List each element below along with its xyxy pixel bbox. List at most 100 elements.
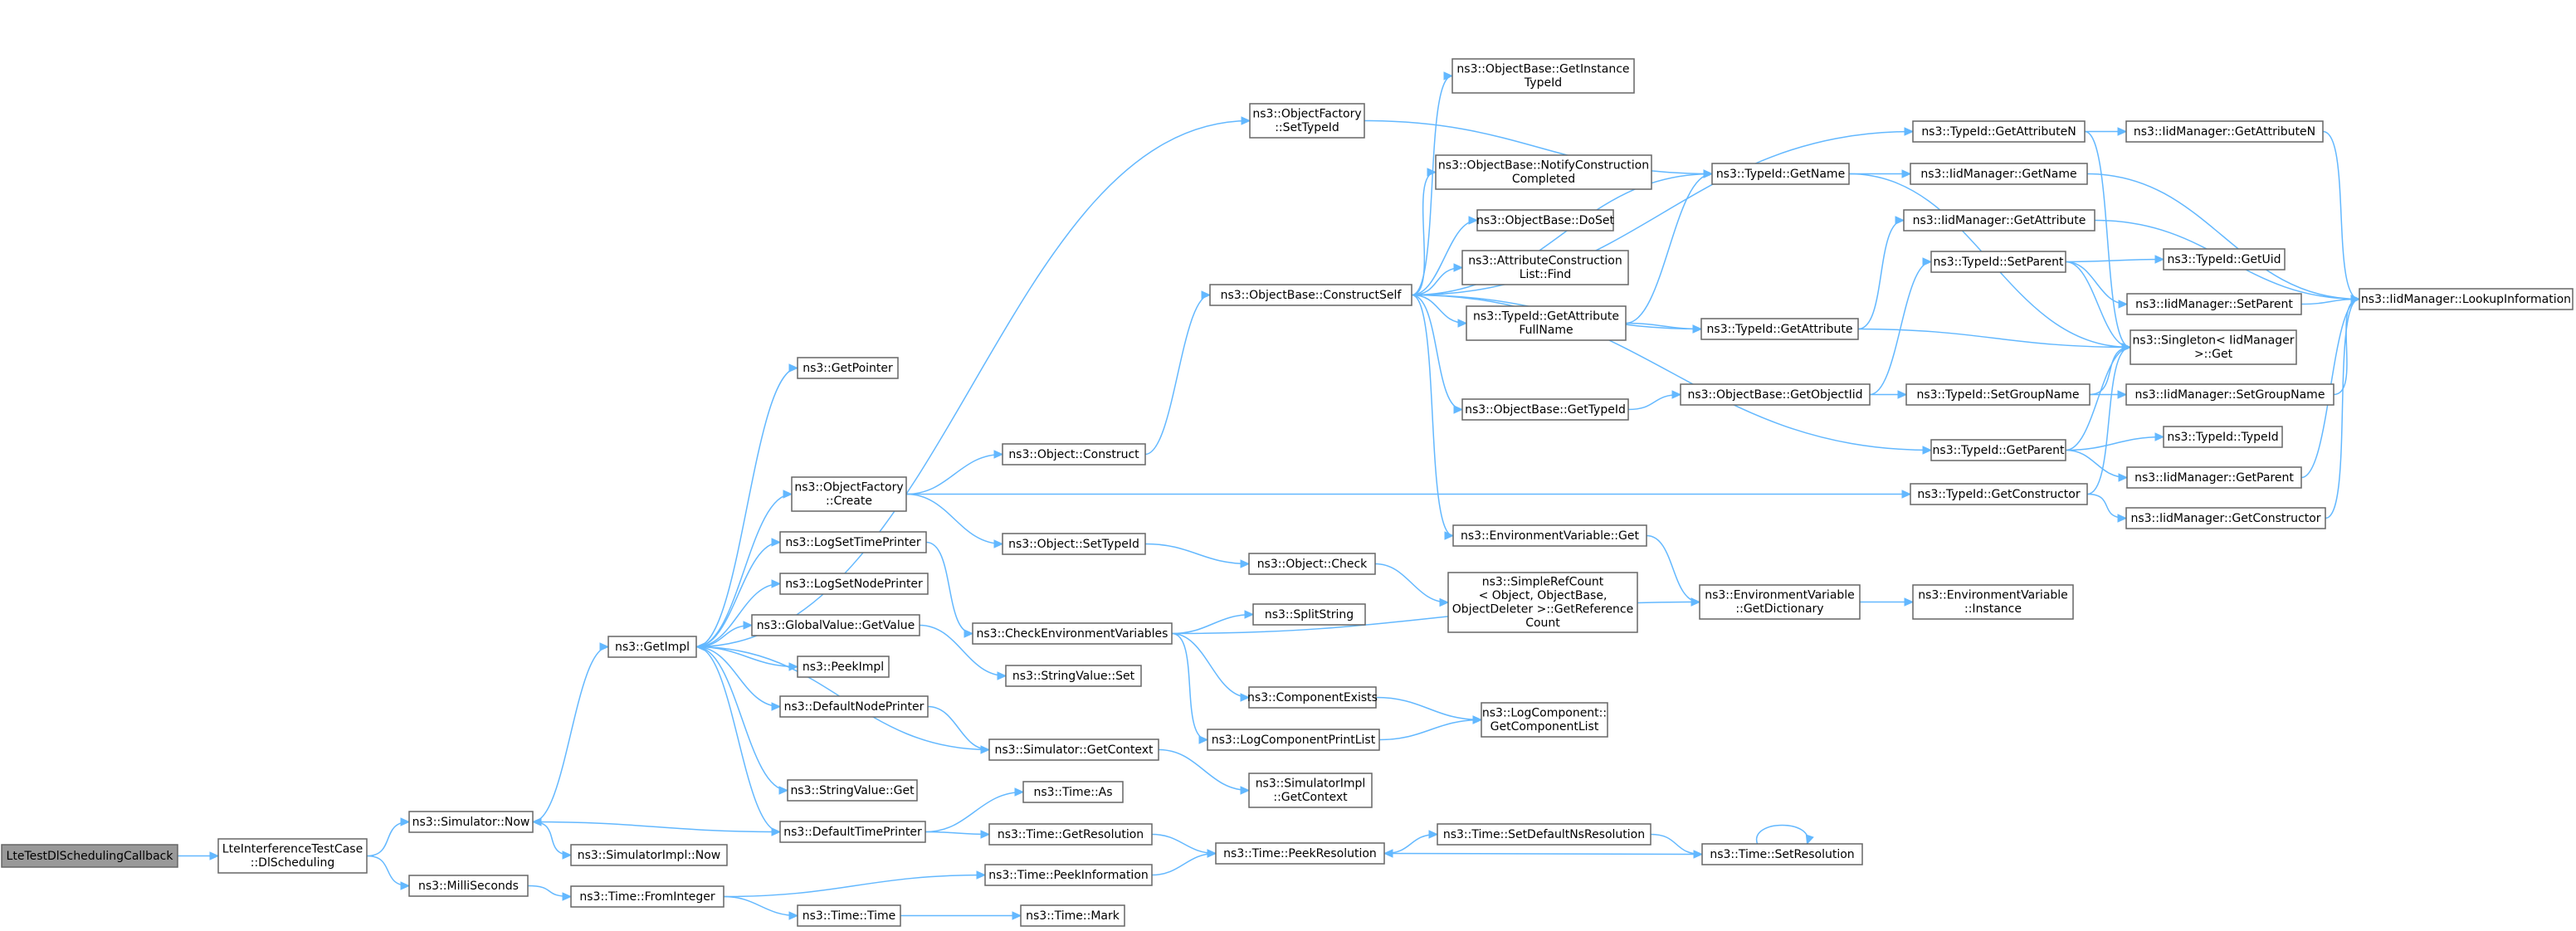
edge-arrowhead bbox=[993, 450, 1004, 459]
node-splitstring[interactable]: ns3::SplitString bbox=[1252, 603, 1366, 626]
edge-line bbox=[925, 541, 973, 635]
node-iidsetparent[interactable]: ns3::IidManager::SetParent bbox=[2126, 293, 2302, 315]
node-label: ns3::SimulatorImpl bbox=[1256, 777, 1366, 791]
edge-line bbox=[723, 895, 798, 917]
node-timepeekinfo[interactable]: ns3::Time::PeekInformation bbox=[984, 864, 1153, 886]
edge-obconstructself-to-envget bbox=[1411, 294, 1455, 540]
node-tidsetparent[interactable]: ns3::TypeId::SetParent bbox=[1930, 251, 2066, 273]
edge-arrowhead bbox=[1904, 127, 1915, 136]
node-label: ns3::ObjectFactory bbox=[1252, 108, 1361, 121]
node-simimplnow[interactable]: ns3::SimulatorImpl::Now bbox=[570, 844, 728, 866]
edge-line bbox=[1374, 563, 1449, 603]
node-iidgetattr[interactable]: ns3::IidManager::GetAttribute bbox=[1903, 209, 2095, 232]
node-label: FullName bbox=[1519, 324, 1573, 337]
node-lte[interactable]: LteInterferenceTestCase::DlScheduling bbox=[217, 838, 368, 874]
node-iidgetattrn[interactable]: ns3::IidManager::GetAttributeN bbox=[2125, 120, 2324, 143]
node-timemark[interactable]: ns3::Time::Mark bbox=[1020, 904, 1125, 927]
node-timesetres[interactable]: ns3::Time::SetResolution bbox=[1701, 843, 1863, 865]
node-label: ns3::ObjectFactory bbox=[794, 481, 903, 495]
node-deftimeprinter[interactable]: ns3::DefaultTimePrinter bbox=[779, 821, 926, 843]
node-fromint[interactable]: ns3::Time::FromInteger bbox=[570, 885, 724, 908]
edge-line bbox=[1869, 261, 1932, 396]
node-obnotify[interactable]: ns3::ObjectBase::NotifyConstructionCompl… bbox=[1435, 154, 1652, 190]
node-timetime[interactable]: ns3::Time::Time bbox=[797, 904, 901, 927]
node-stringvalueset[interactable]: ns3::StringValue::Set bbox=[1005, 665, 1142, 687]
node-label: ns3::Time::SetDefaultNsResolution bbox=[1443, 828, 1645, 841]
node-objcheck[interactable]: ns3::Object::Check bbox=[1248, 553, 1376, 575]
node-tidgetattr[interactable]: ns3::TypeId::GetAttribute bbox=[1700, 318, 1859, 340]
edge-root-to-lte bbox=[178, 851, 220, 860]
node-timesetdefns[interactable]: ns3::Time::SetDefaultNsResolution bbox=[1437, 823, 1651, 846]
edge-line bbox=[532, 821, 781, 833]
node-tidgetname[interactable]: ns3::TypeId::GetName bbox=[1711, 163, 1850, 185]
node-tidsetgroup[interactable]: ns3::TypeId::SetGroupName bbox=[1905, 383, 2091, 406]
node-objconstruct[interactable]: ns3::Object::Construct bbox=[1002, 443, 1146, 465]
node-iidsetgroup[interactable]: ns3::IidManager::SetGroupName bbox=[2125, 383, 2334, 406]
node-root[interactable]: LteTestDlSchedulingCallback bbox=[1, 844, 178, 868]
node-simimplgetcontext[interactable]: ns3::SimulatorImpl::GetContext bbox=[1248, 773, 1373, 808]
edge-tidsetparent-to-iidsetparent bbox=[2065, 261, 2129, 309]
node-iidgetparent[interactable]: ns3::IidManager::GetParent bbox=[2126, 466, 2302, 489]
node-tidgetparent[interactable]: ns3::TypeId::GetParent bbox=[1930, 439, 2066, 461]
node-box bbox=[1461, 398, 1629, 421]
node-getimpl[interactable]: ns3::GetImpl bbox=[607, 636, 697, 658]
node-iidlookup[interactable]: ns3::IidManager::LookupInformation bbox=[2359, 288, 2574, 310]
node-tidgetuid[interactable]: ns3::TypeId::GetUid bbox=[2163, 248, 2286, 271]
nodes-layer: LteTestDlSchedulingCallback LteInterferen… bbox=[1, 58, 2574, 927]
node-singletonget[interactable]: ns3::Singleton< IidManager >::Get bbox=[2130, 329, 2297, 365]
edge-arrowhead bbox=[997, 671, 1007, 680]
node-timegetres[interactable]: ns3::Time::GetResolution bbox=[988, 823, 1153, 846]
edge-line bbox=[2065, 261, 2128, 305]
node-obgetobjtid[interactable]: ns3::ObjectBase::GetObjectIid bbox=[1680, 383, 1871, 406]
node-timeas[interactable]: ns3::Time::As bbox=[1022, 781, 1124, 803]
node-objsettypeid[interactable]: ns3::Object::SetTypeId bbox=[1002, 533, 1146, 555]
node-milli[interactable]: ns3::MilliSeconds bbox=[408, 875, 529, 897]
node-envget[interactable]: ns3::EnvironmentVariable::Get bbox=[1452, 524, 1647, 547]
node-tidgetattrn[interactable]: ns3::TypeId::GetAttributeN bbox=[1912, 120, 2086, 143]
node-simgetcontext[interactable]: ns3::Simulator::GetContext bbox=[988, 738, 1159, 761]
node-logcompgetlist[interactable]: ns3::LogComponent::GetComponentList bbox=[1481, 702, 1608, 738]
node-logcompprintlist[interactable]: ns3::LogComponentPrintList bbox=[1207, 729, 1380, 751]
node-obgettypeid[interactable]: ns3::ObjectBase::GetTypeId bbox=[1461, 398, 1629, 421]
node-defnodeprinter[interactable]: ns3::DefaultNodePrinter bbox=[779, 695, 929, 718]
node-tidtypeid[interactable]: ns3::TypeId::TypeId bbox=[2163, 426, 2283, 448]
edge-tidgetattrfull-to-tidgetattr bbox=[1625, 322, 1703, 334]
edge-line bbox=[1857, 219, 1905, 330]
node-obdoset[interactable]: ns3::ObjectBase::DoSet bbox=[1476, 209, 1614, 232]
node-gvgetvalue[interactable]: ns3::GlobalValue::GetValue bbox=[751, 614, 920, 636]
node-label: ns3::CheckEnvironmentVariables bbox=[977, 627, 1168, 641]
edge-arrowhead bbox=[531, 817, 542, 826]
node-envinstance[interactable]: ns3::EnvironmentVariable::Instance bbox=[1912, 584, 2074, 620]
node-box bbox=[1476, 209, 1614, 232]
edge-line bbox=[1411, 294, 1932, 451]
node-logsettime[interactable]: ns3::LogSetTimePrinter bbox=[779, 531, 927, 553]
node-timepeekres[interactable]: ns3::Time::PeekResolution bbox=[1215, 842, 1385, 865]
node-getpointer[interactable]: ns3::GetPointer bbox=[797, 357, 899, 379]
node-box bbox=[1005, 665, 1142, 687]
edge-arrowhead bbox=[993, 539, 1004, 548]
node-envgetdict[interactable]: ns3::EnvironmentVariable::GetDictionary bbox=[1699, 584, 1861, 620]
node-iidgetname[interactable]: ns3::IidManager::GetName bbox=[1910, 163, 2088, 185]
node-svget[interactable]: ns3::StringValue::Get bbox=[787, 779, 918, 802]
node-ofcreate[interactable]: ns3::ObjectFactory::Create bbox=[791, 476, 907, 512]
edge-arrowhead bbox=[1922, 446, 1933, 455]
node-label: TypeId bbox=[1524, 76, 1562, 90]
edge-arrowhead bbox=[743, 621, 754, 630]
node-tidgetconstructor[interactable]: ns3::TypeId::GetConstructor bbox=[1910, 483, 2088, 505]
node-simplerefcount[interactable]: ns3::SimpleRefCount< Object, ObjectBase,… bbox=[1447, 572, 1638, 633]
edge-obgetobjtid-to-tidsetparent bbox=[1869, 257, 1933, 396]
node-ofsettypeid[interactable]: ns3::ObjectFactory::SetTypeId bbox=[1249, 103, 1365, 139]
node-iidgetconstructor[interactable]: ns3::IidManager::GetConstructor bbox=[2125, 507, 2326, 529]
node-logsetnode[interactable]: ns3::LogSetNodePrinter bbox=[779, 573, 929, 595]
edge-line bbox=[2333, 298, 2360, 396]
node-checkenv[interactable]: ns3::CheckEnvironmentVariables bbox=[972, 622, 1173, 645]
node-obconstructself[interactable]: ns3::ObjectBase::ConstructSelf bbox=[1209, 284, 1412, 306]
edge-line bbox=[1158, 748, 1250, 792]
node-compexists[interactable]: ns3::ComponentExists bbox=[1247, 686, 1378, 709]
edge-envgetdict-to-envinstance bbox=[1860, 597, 1915, 607]
node-simnow[interactable]: ns3::Simulator::Now bbox=[408, 811, 534, 833]
node-peekimpl[interactable]: ns3::PeekImpl bbox=[797, 656, 890, 678]
